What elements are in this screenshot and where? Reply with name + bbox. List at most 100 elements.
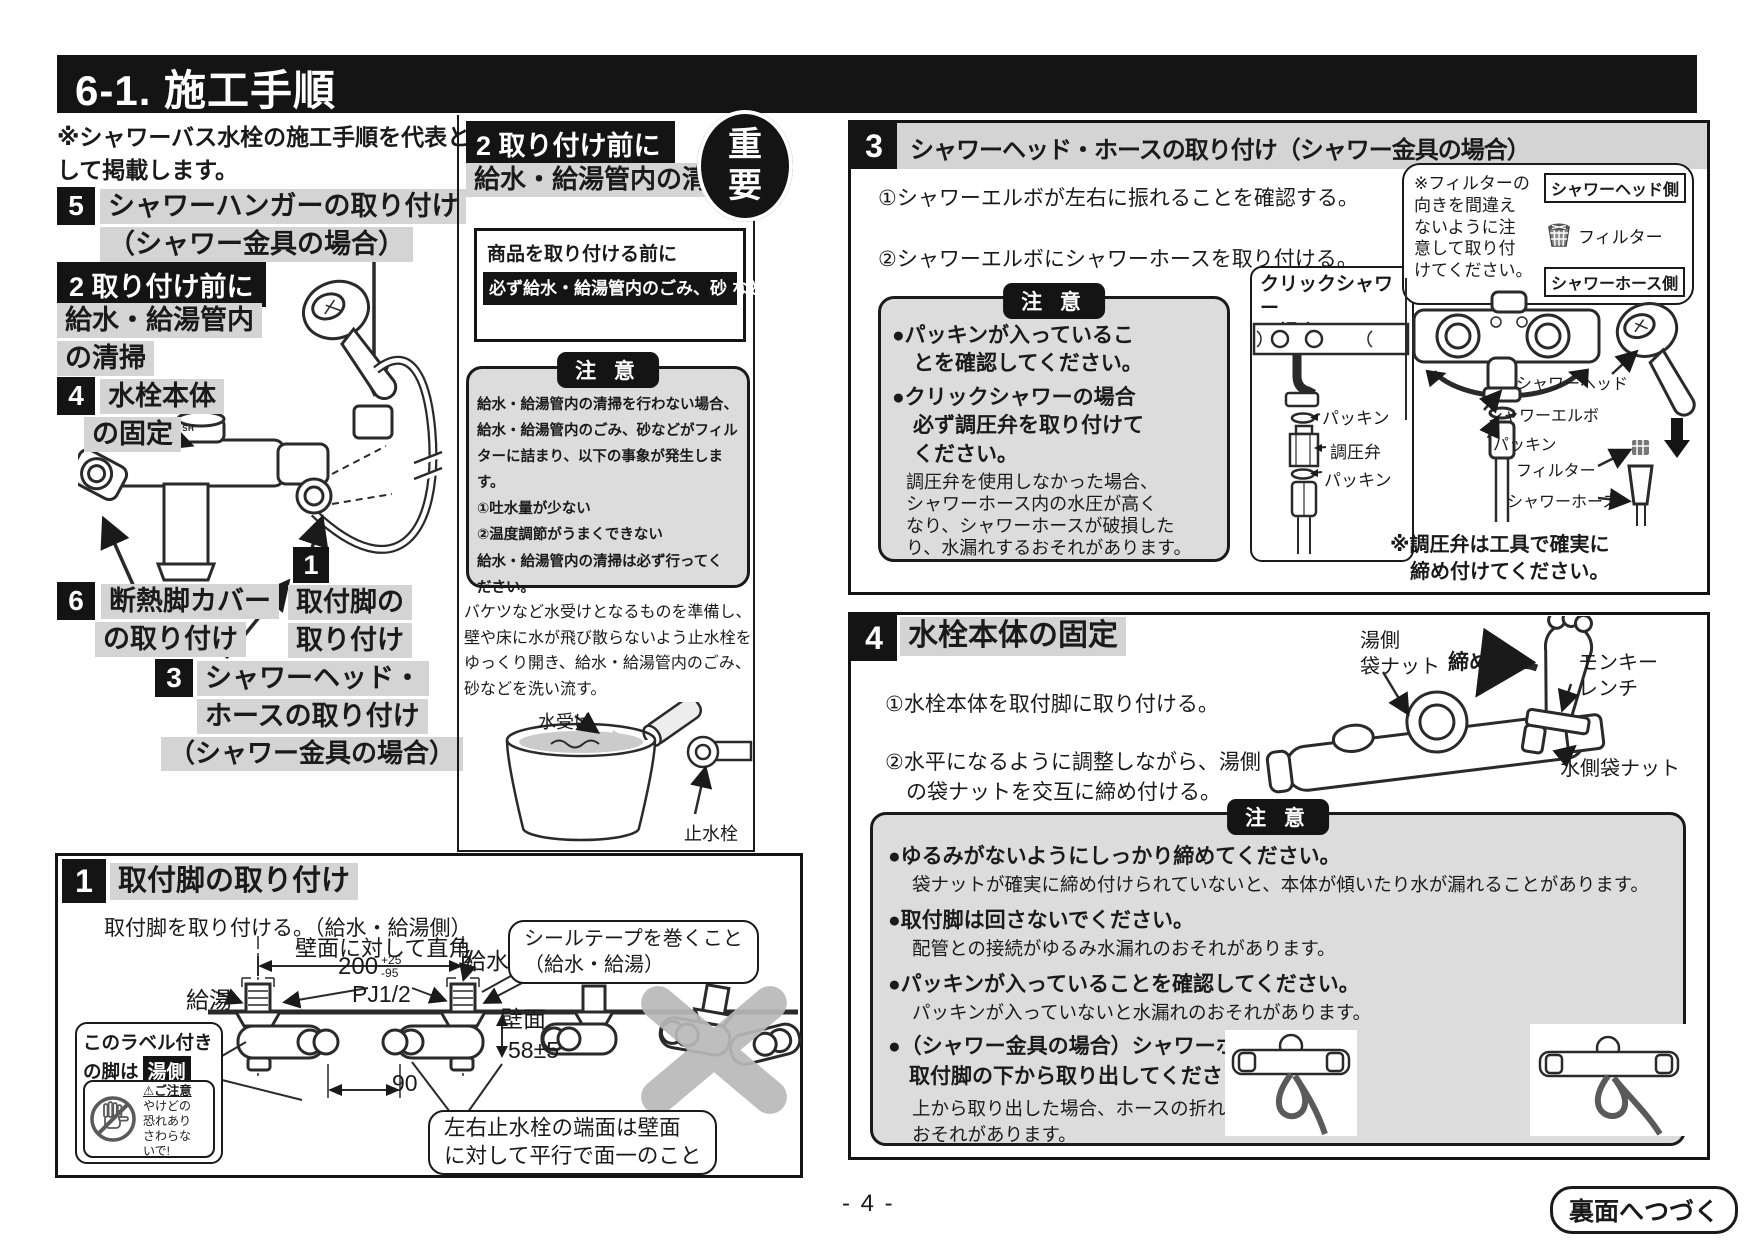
section4-item1: ①水栓本体を取付脚に取り付ける。: [885, 693, 1219, 716]
section1-title: 取付脚の取り付け: [110, 863, 359, 901]
overview-step1-number: 1: [293, 547, 329, 583]
hose-routing-illustration-2: [1530, 1024, 1688, 1136]
section4-bullet2-sub: 配管との接続がゆるみ水漏れのおそれがあります。: [912, 938, 1336, 959]
section1-number: 1: [62, 859, 106, 903]
filter-label-2: フィルター: [1516, 463, 1596, 480]
packing-label-a: パッキン: [1322, 409, 1390, 428]
section2-subheader: 給水・給湯管内の清掃: [466, 163, 743, 197]
section4-bullet3: ●パッキンが入っていることを確認してください。: [888, 973, 1360, 996]
important-badge: 重 要: [697, 110, 793, 222]
shower-hose-label: シャワーホース: [1507, 494, 1619, 511]
section1-box: [55, 853, 803, 1178]
overview-step4-number: 4: [57, 377, 95, 415]
stop-valve-label: 止水栓: [684, 824, 738, 844]
section3-titlebar: [851, 123, 1707, 169]
dimension-200-value: 200: [338, 953, 379, 980]
section3-number: 3: [851, 123, 897, 169]
overview-step4-label2: の固定: [84, 417, 181, 452]
dimension-90: 90: [392, 1070, 418, 1096]
hot-side-label-box: このラベル付き の脚は 湯側 ⚠ご注意 やけどの 恐れあり さわらな: [75, 1022, 223, 1164]
section3-caution-bullet1: ●パッキンが入っているこ とを確認してください。: [892, 324, 1143, 376]
dimension-58: 58±5: [508, 1037, 559, 1063]
section3-item2: ②シャワーエルボにシャワーホースを取り付ける。: [878, 248, 1358, 271]
seal-tape-balloon: シールテープを巻くこと （給水・給湯）: [508, 920, 759, 984]
column-divider-left: [457, 115, 459, 852]
hot-side-label-line2: の脚は: [83, 1060, 139, 1082]
section4-box: [848, 612, 1710, 1160]
section4-caution-label: 注 意: [1227, 799, 1329, 835]
section3-caution-bullet2: ●クリックシャワーの場合 必ず調圧弁を取り付けて ください。: [892, 386, 1144, 466]
section4-bullet4: ●（シャワー金具の場合）シャワーホースは 取付脚の下から取り出してください。: [888, 1035, 1299, 1089]
flush-face-balloon: 左右止水栓の端面は壁面 に対して平行で面一のこと: [428, 1110, 718, 1176]
pressure-valve-label: 調圧弁: [1330, 443, 1381, 462]
overview-step5-label2: （シャワー金具の場合）: [100, 227, 413, 262]
click-shower-parts-diagram: [1252, 322, 1410, 554]
section3-box: [848, 120, 1710, 595]
overview-step6-label: 断熱脚カバー: [101, 584, 279, 619]
hot-side-nut-label: 湯側 袋ナット: [1360, 630, 1440, 678]
dimension-200-tol-plus: +25: [381, 952, 402, 967]
section2-caution-label: 注 意: [557, 352, 659, 388]
important-badge-char2: 要: [728, 167, 762, 205]
cold-supply-label: 給水: [463, 948, 509, 974]
overview-step3-number: 3: [155, 659, 193, 697]
column-divider-right: [753, 115, 755, 852]
section3-title: シャワーヘッド・ホースの取り付け（シャワー金具の場合）: [910, 137, 1531, 164]
section4-bullet3-sub: パッキンが入っていないと水漏れのおそれがあります。: [912, 1002, 1372, 1023]
filter-icon: [1548, 223, 1570, 247]
cold-side-nut-label: 水側袋ナット: [1560, 758, 1680, 780]
shower-hose-side-label: シャワーホース側: [1543, 267, 1686, 297]
filter-label: フィルター: [1577, 227, 1663, 247]
intro-note: ※シャワーバス水栓の施工手順を代表と して掲載します。: [57, 124, 471, 183]
overview-step3-label3: （シャワー金具の場合）: [161, 737, 464, 771]
section2-number: 2: [476, 131, 492, 161]
overview-step1-label: 取付脚の: [288, 585, 412, 620]
tighten-label: 締める: [1448, 651, 1511, 674]
section4-bullet1: ●ゆるみがないようにしっかり締めてください。: [888, 845, 1341, 868]
continue-note: 裏面へつづく: [1550, 1186, 1739, 1234]
important-badge-char1: 重: [728, 126, 762, 165]
overview-step5-number: 5: [57, 187, 95, 225]
section4-bullet2: ●取付脚は回さないでください。: [888, 909, 1195, 932]
overview-step4-label: 水栓本体: [100, 379, 224, 414]
hose-routing-illustration-1: [1225, 1030, 1357, 1136]
overview-step3-label: シャワーヘッド・: [197, 661, 429, 696]
overview-step2-label2: の清掃: [57, 341, 154, 376]
filter-note-balloon: ※フィルターの 向きを間違え ないように注 意して取り付 けてください。 シャワ…: [1402, 163, 1694, 305]
burn-warning-text: やけどの 恐れあり さわらな いで!: [143, 1098, 192, 1158]
overview-step2-label: 給水・給湯管内: [57, 303, 262, 338]
mounting-legs-diagram: [208, 936, 802, 1114]
shower-head-side-label: シャワーヘッド側: [1543, 173, 1686, 203]
section4-bullet1-sub: 袋ナットが確実に締め付けられていないと、本体が傾いたり水が漏れることがあります。: [912, 874, 1649, 895]
section1-lead: 取付脚を取り付ける。（給水・給湯側）: [104, 917, 472, 940]
section3-caution-bullet2-sub: 調圧弁を使用しなかった場合、 シャワーホース内の水圧が高く なり、シャワーホース…: [906, 472, 1192, 558]
no-touch-icon: [90, 1096, 136, 1142]
overview-faucet-illustration: [78, 240, 444, 660]
page-title: 6-1. 施工手順: [57, 55, 1697, 114]
overview-step1-label2: 取り付け: [288, 623, 412, 658]
burn-warning-title: ⚠ご注意: [143, 1083, 192, 1098]
section2-header-text: 取り付け前に: [498, 131, 661, 161]
overview-step6-label2: の取り付け: [95, 622, 246, 657]
section4-title: 水栓本体の固定: [900, 617, 1126, 656]
section4-item2: ②水平になるように調整しながら、湯側・水側 の袋ナットを交互に締め付ける。: [885, 751, 1324, 805]
overview-step3-label2: ホースの取り付け: [197, 699, 428, 734]
hot-supply-label: 給湯: [186, 987, 232, 1013]
wrench-tightening-diagram: [1265, 616, 1606, 794]
section3-item1: ①シャワーエルボが左右に振れることを確認する。: [878, 187, 1359, 210]
dimension-200-tol-minus: -95: [381, 966, 399, 980]
overview-step6-number: 6: [57, 582, 95, 620]
packing-label-b: パッキン: [1324, 471, 1392, 490]
bucket-label: 水受け: [538, 712, 592, 732]
perpendicular-label: 壁面に対して直角: [295, 936, 471, 961]
pre-install-emphasis: 必ず給水・給湯管内のごみ、砂 などを完全に洗い流す。: [483, 272, 917, 306]
shower-hose-attachment-diagram: [1405, 278, 1696, 526]
section2-caution-box: [466, 366, 750, 588]
section2-caution-text: 給水・給湯管内の清掃を行わない場合、 給水・給湯管内のごみ、砂などがフィル ター…: [477, 397, 738, 596]
monkey-wrench-label: モンキー レンチ: [1578, 652, 1658, 700]
pre-install-box: 商品を取り付ける前に 必ず給水・給湯管内のごみ、砂 などを完全に洗い流す。: [474, 228, 917, 342]
overview-step5-label: シャワーハンガーの取り付け: [100, 189, 467, 224]
section3-caution-box: [878, 296, 1230, 562]
shower-elbow-label: シャワーエルボ: [1487, 408, 1600, 425]
